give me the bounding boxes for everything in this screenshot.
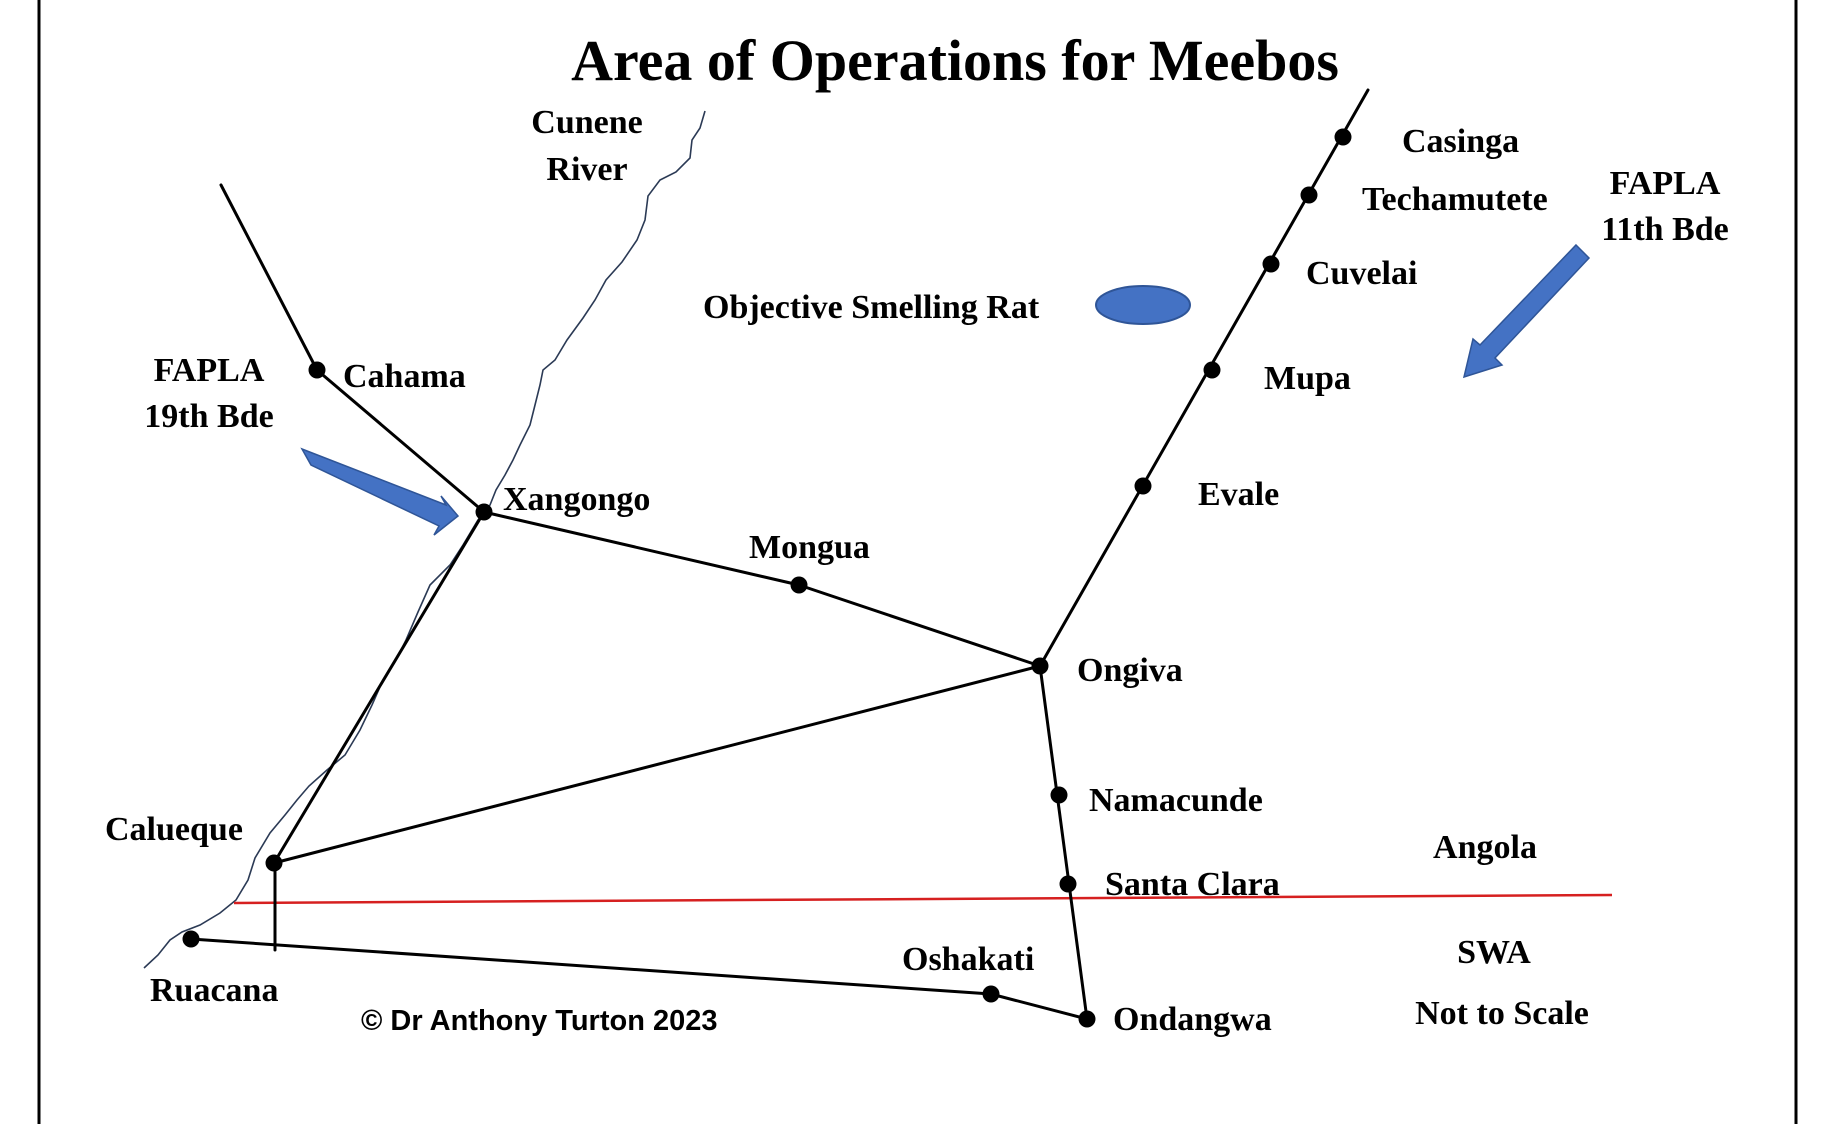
town-dot-cahama <box>308 361 326 379</box>
road-calueque-ongiva <box>272 664 1042 865</box>
town-dot-casinga <box>1334 128 1352 146</box>
town-label-mongua: Mongua <box>749 529 870 566</box>
town-dot-calueque <box>265 854 283 872</box>
town-dot-ruacana <box>182 930 200 948</box>
road-cahama-north <box>219 183 319 372</box>
fapla-19th-bde-arrow <box>300 447 460 536</box>
river-label-line1: Cunene <box>531 104 642 141</box>
road-mongua-ongiva <box>797 583 1042 668</box>
region-label-angola: Angola <box>1433 829 1537 866</box>
town-dot-techamutete <box>1300 186 1318 204</box>
town-label-cuvelai: Cuvelai <box>1306 255 1417 292</box>
road-ongiva-ondangwa <box>1038 664 1089 1021</box>
town-label-namacunde: Namacunde <box>1089 782 1263 819</box>
road-ruacana-oshakati <box>189 937 993 996</box>
town-dot-cuvelai <box>1262 255 1280 273</box>
town-dot-xangongo <box>475 503 493 521</box>
town-dot-oshakati <box>982 985 1000 1003</box>
town-dot-evale <box>1134 477 1152 495</box>
town-label-santa-clara: Santa Clara <box>1105 866 1280 903</box>
town-label-mupa: Mupa <box>1264 360 1351 397</box>
copyright-notice: © Dr Anthony Turton 2023 <box>361 1005 718 1037</box>
town-label-ruacana: Ruacana <box>150 972 278 1009</box>
town-label-cahama: Cahama <box>343 358 466 395</box>
fapla-19th-label-line2: 19th Bde <box>144 398 273 435</box>
objective-label: Objective Smelling Rat <box>703 289 1040 326</box>
river-label-line2: River <box>546 151 627 188</box>
town-label-evale: Evale <box>1198 476 1279 513</box>
fapla-11th-bde-arrow <box>1462 243 1591 379</box>
road-oshakati-ondangwa <box>989 992 1089 1021</box>
region-label-swa: SWA <box>1457 934 1531 971</box>
fapla-11th-label-line1: FAPLA <box>1610 165 1721 202</box>
road-xangongo-calueque <box>272 510 486 865</box>
town-label-ondangwa: Ondangwa <box>1113 1001 1272 1038</box>
road-cahama-xangongo <box>315 368 486 514</box>
map-title: Area of Operations for Meebos <box>571 28 1339 93</box>
town-dot-mupa <box>1203 361 1221 379</box>
town-label-techamutete: Techamutete <box>1362 181 1548 218</box>
town-dot-santa-clara <box>1059 875 1077 893</box>
town-label-oshakati: Oshakati <box>902 941 1034 978</box>
town-label-xangongo: Xangongo <box>503 481 650 518</box>
road-ongiva-casinga <box>1038 88 1370 668</box>
scale-note: Not to Scale <box>1415 995 1589 1032</box>
objective-marker <box>1095 285 1191 325</box>
fapla-11th-label-line2: 11th Bde <box>1601 211 1729 248</box>
town-dot-mongua <box>790 576 808 594</box>
town-label-calueque: Calueque <box>105 811 243 848</box>
fapla-19th-label-line1: FAPLA <box>154 352 265 389</box>
town-dot-ondangwa <box>1078 1010 1096 1028</box>
road-xangongo-mongua <box>482 510 801 587</box>
angola-swa-border <box>233 893 1613 905</box>
town-label-ongiva: Ongiva <box>1077 652 1183 689</box>
town-dot-namacunde <box>1050 786 1068 804</box>
town-label-casinga: Casinga <box>1402 123 1519 160</box>
town-dot-ongiva <box>1031 657 1049 675</box>
